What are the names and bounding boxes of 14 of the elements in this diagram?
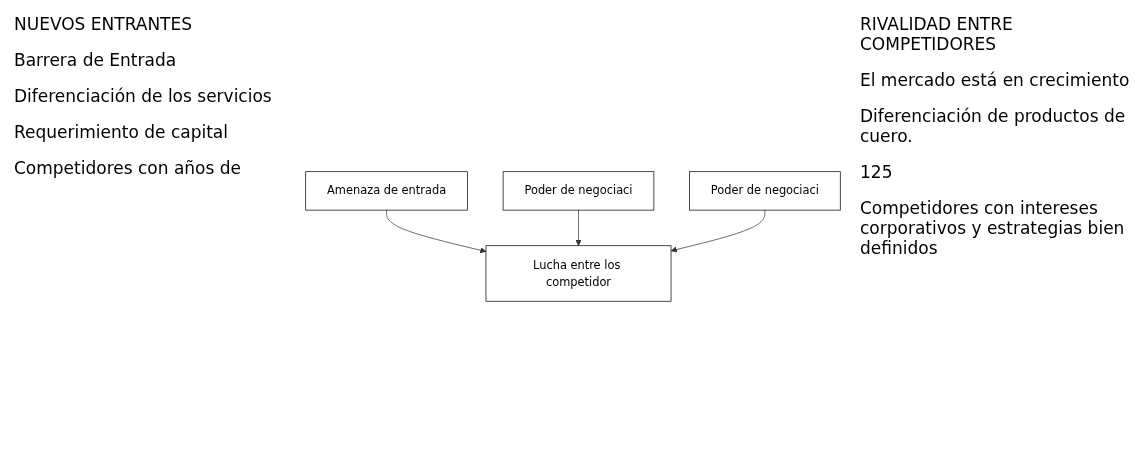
label-text: RIVALIDAD ENTRE COMPETIDORES (860, 14, 1014, 54)
node-box: Poder de negociaci (689, 171, 841, 211)
node-box: Lucha entre los competidor (485, 245, 672, 302)
label-text: NUEVOS ENTRANTES (14, 14, 194, 34)
label-text: 125 (860, 162, 894, 182)
label-text: Requerimiento de capital (14, 122, 229, 142)
label-text: Barrera de Entrada (14, 50, 178, 70)
label-text: El mercado está en crecimiento (860, 70, 1131, 90)
node-box: Amenaza de entrada (305, 171, 468, 211)
label-text: Diferenciación de los servicios (14, 86, 273, 106)
node-box: Poder de negociaci (502, 171, 655, 211)
label-text: Competidores con años de (14, 158, 243, 178)
label-text: Diferenciación de productos de cuero. (860, 106, 1127, 146)
label-text: Competidores con intereses corporativos y estrategias bien definidos (860, 198, 1126, 258)
